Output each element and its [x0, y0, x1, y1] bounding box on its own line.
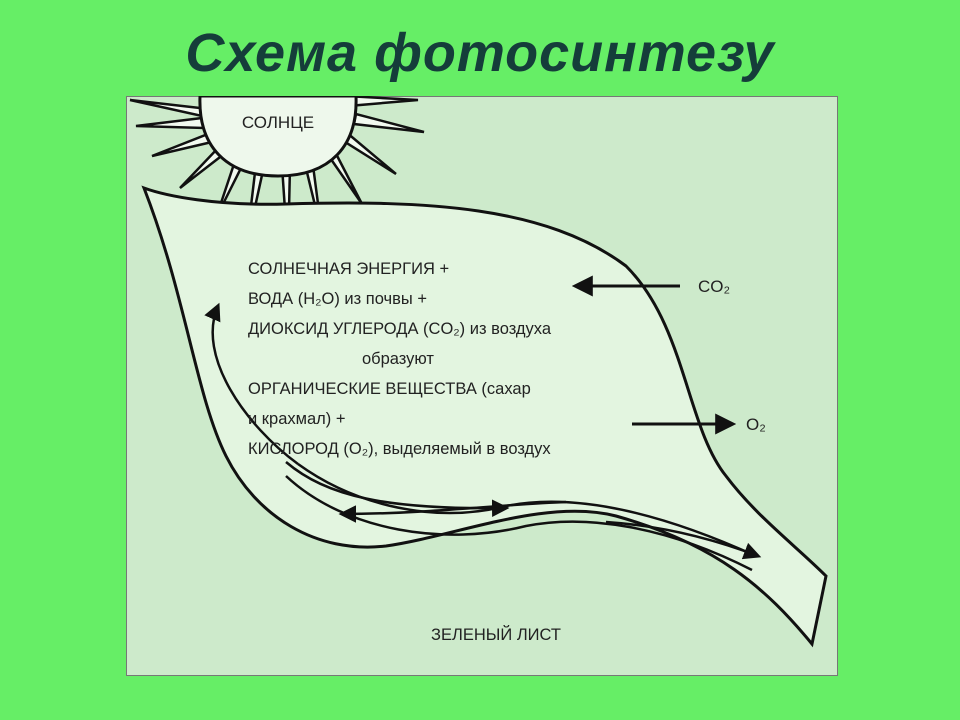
- text-line: СОЛНЕЧНАЯ ЭНЕРГИЯ +: [248, 260, 449, 278]
- equation-text: СОЛНЕЧНАЯ ЭНЕРГИЯ + ВОДА (H₂O) из почвы …: [248, 260, 552, 458]
- sun-icon: [198, 94, 358, 178]
- flow-arrow-left: [338, 500, 567, 523]
- leaf-label: ЗЕЛЕНЫЙ ЛИСТ: [431, 625, 561, 644]
- text-line: образуют: [362, 350, 434, 368]
- flow-arrow-down-right: [605, 520, 762, 560]
- text-line: ДИОКСИД УГЛЕРОДА (CO₂) из воздуха: [248, 320, 552, 338]
- o2-label: O₂: [746, 415, 766, 434]
- text-line: ВОДА (H₂O) из почвы +: [248, 290, 427, 308]
- flow-arrow-up: [204, 302, 299, 466]
- photosynthesis-diagram: СОЛНЦЕ CO₂ O₂ СОЛНЕЧНАЯ ЭНЕРГИЯ + ВОДА (…: [126, 94, 838, 676]
- co2-label: CO₂: [698, 277, 730, 296]
- slide-title: Схема фотосинтезу: [185, 23, 775, 83]
- sun-label: СОЛНЦЕ: [242, 113, 314, 132]
- text-line: и крахмал) +: [248, 410, 346, 428]
- leaf-shape: [141, 185, 828, 648]
- text-line: ОРГАНИЧЕСКИЕ ВЕЩЕСТВА (сахар: [248, 380, 531, 398]
- text-line: КИСЛОРОД (O₂), выделяемый в воздух: [248, 440, 551, 458]
